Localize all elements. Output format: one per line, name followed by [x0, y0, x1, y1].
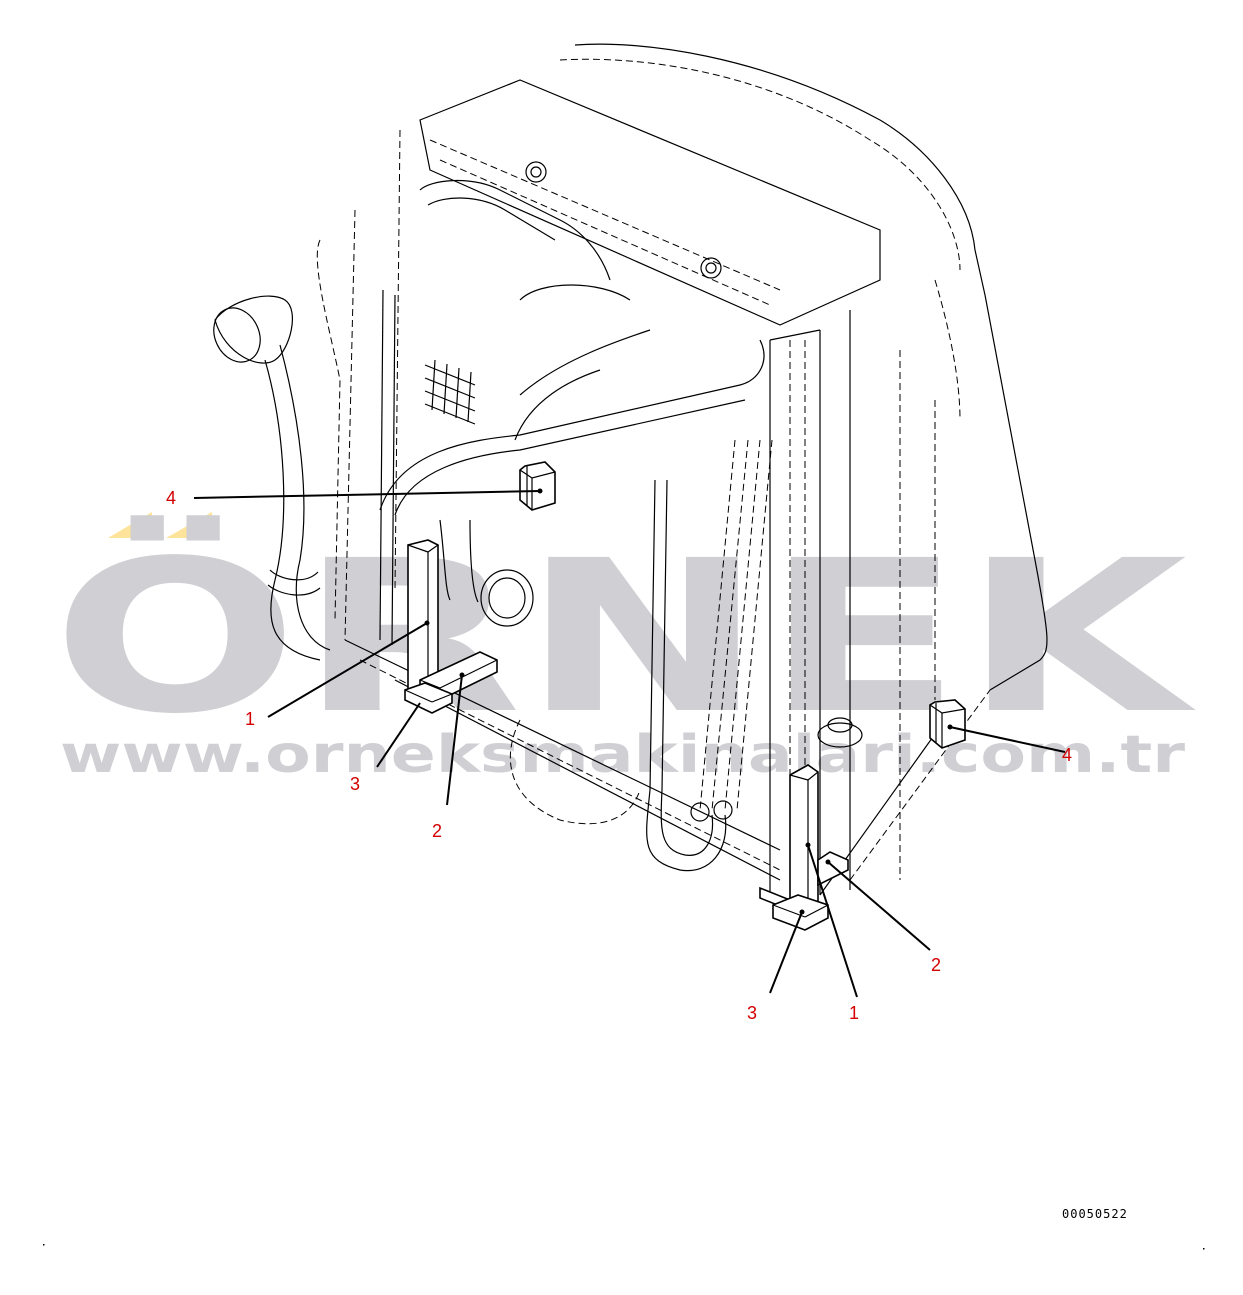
leader-1-left — [267, 622, 428, 718]
callout-1-right: 1 — [849, 1003, 860, 1023]
bracket-set-left — [404, 539, 498, 714]
watermark-brand: ÖRNEK — [52, 514, 1197, 760]
callout-4-right: 4 — [1062, 745, 1073, 765]
part-4-right — [929, 699, 966, 749]
callout-2-right: 2 — [931, 955, 942, 975]
leader-2-left — [446, 674, 463, 806]
leader-3-right — [769, 911, 803, 994]
watermark-url: www.orneksmakinalari.com.tr — [60, 725, 1185, 785]
callout-3-left: 3 — [350, 774, 361, 794]
leader-4-upper — [193, 490, 541, 499]
callout-2-left: 2 — [432, 821, 443, 841]
corner-mark-right — [1203, 1248, 1205, 1250]
callout-3-right: 3 — [747, 1003, 758, 1023]
watermark: ÖRNEK www.orneksmakinalari.com.tr — [52, 512, 1197, 785]
corner-mark-left — [43, 1244, 45, 1246]
watermark-accent-left — [108, 512, 152, 538]
callout-4-upper: 4 — [166, 488, 177, 508]
leader-4-right — [949, 726, 1066, 753]
leader-3-left — [376, 702, 421, 768]
drawing-number: 00050522 — [1062, 1207, 1128, 1221]
callout-1-left: 1 — [245, 709, 256, 729]
leader-2-right — [827, 861, 931, 951]
leader-lines — [193, 488, 1066, 998]
watermark-accent-right — [166, 512, 212, 538]
leader-1-right — [807, 844, 858, 998]
part-4-upper — [519, 461, 556, 511]
bracket-set-right — [759, 764, 849, 931]
